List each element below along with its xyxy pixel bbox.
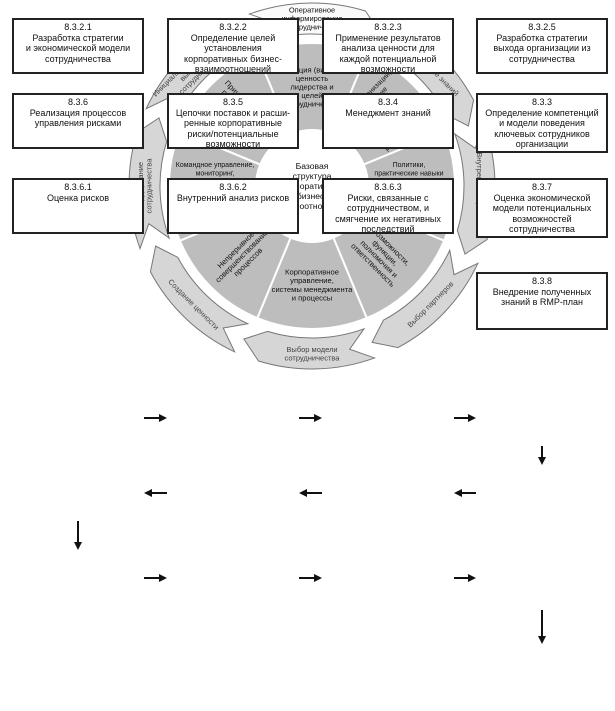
- step-code: 8.3.2.5: [528, 22, 556, 32]
- step-title: Внутренний анализ рисков: [176, 192, 290, 203]
- step-title: Оценка экономической модели потенциальны…: [492, 192, 592, 235]
- step-box-8-3-2-2: 8.3.2.2 Определение целей установления к…: [167, 18, 299, 74]
- step-title: Определение компетенций и модели поведен…: [485, 107, 599, 150]
- step-code: 8.3.7: [531, 182, 553, 192]
- step-title: Внедрение полученных знаний в RMP-план: [492, 286, 592, 308]
- step-code: 8.3.4: [377, 97, 399, 107]
- step-title: Риски, связанные с сотрудничеством, и см…: [335, 192, 441, 235]
- step-title: Разработка стратегии выхода организации …: [493, 32, 591, 64]
- step-box-8-3-8: 8.3.8 Внедрение полученных знаний в RMP-…: [476, 272, 608, 330]
- step-title: Оценка рисков: [46, 192, 110, 203]
- step-code: 8.3.8: [531, 276, 553, 286]
- step-code: 8.3.6: [67, 97, 89, 107]
- step-code: 8.3.6.2: [219, 182, 247, 192]
- step-code: 8.3.2.1: [64, 22, 92, 32]
- step-title: Менеджмент знаний: [345, 107, 431, 118]
- flow-arrows: [74, 414, 546, 644]
- step-title: Цепочки поставок и расши- ренные корпора…: [175, 107, 291, 150]
- step-box-8-3-5: 8.3.5 Цепочки поставок и расши- ренные к…: [167, 93, 299, 149]
- step-box-8-3-6: 8.3.6 Реализация процессов управления ри…: [12, 93, 144, 149]
- step-box-8-3-6-2: 8.3.6.2 Внутренний анализ рисков: [167, 178, 299, 234]
- step-box-8-3-3: 8.3.3 Определение компетенций и модели п…: [476, 93, 608, 153]
- step-code: 8.3.5: [222, 97, 244, 107]
- step-title: Разработка стратегии и экономической мод…: [25, 32, 131, 64]
- step-code: 8.3.3: [531, 97, 553, 107]
- step-code: 8.3.2.2: [219, 22, 247, 32]
- step-box-8-3-2-1: 8.3.2.1 Разработка стратегии и экономиче…: [12, 18, 144, 74]
- step-title: Реализация процессов управления рисками: [29, 107, 127, 129]
- ring-arrow: [243, 327, 377, 370]
- step-box-8-3-2-3: 8.3.2.3 Применение результатов анализа ц…: [322, 18, 454, 74]
- step-box-8-3-4: 8.3.4 Менеджмент знаний: [322, 93, 454, 149]
- step-box-8-3-2-5: 8.3.2.5 Разработка стратегии выхода орга…: [476, 18, 608, 74]
- ring-arrow: [149, 245, 250, 353]
- step-box-8-3-6-3: 8.3.6.3 Риски, связанные с сотрудничеств…: [322, 178, 454, 234]
- step-code: 8.3.6.1: [64, 182, 92, 192]
- step-title: Определение целей установления корпорати…: [184, 32, 282, 75]
- step-title: Применение результатов анализа ценности …: [335, 32, 441, 75]
- step-code: 8.3.2.3: [374, 22, 402, 32]
- ring-arrow: [371, 248, 479, 349]
- step-box-8-3-6-1: 8.3.6.1 Оценка рисков: [12, 178, 144, 234]
- step-code: 8.3.6.3: [374, 182, 402, 192]
- step-box-8-3-7: 8.3.7 Оценка экономической модели потенц…: [476, 178, 608, 238]
